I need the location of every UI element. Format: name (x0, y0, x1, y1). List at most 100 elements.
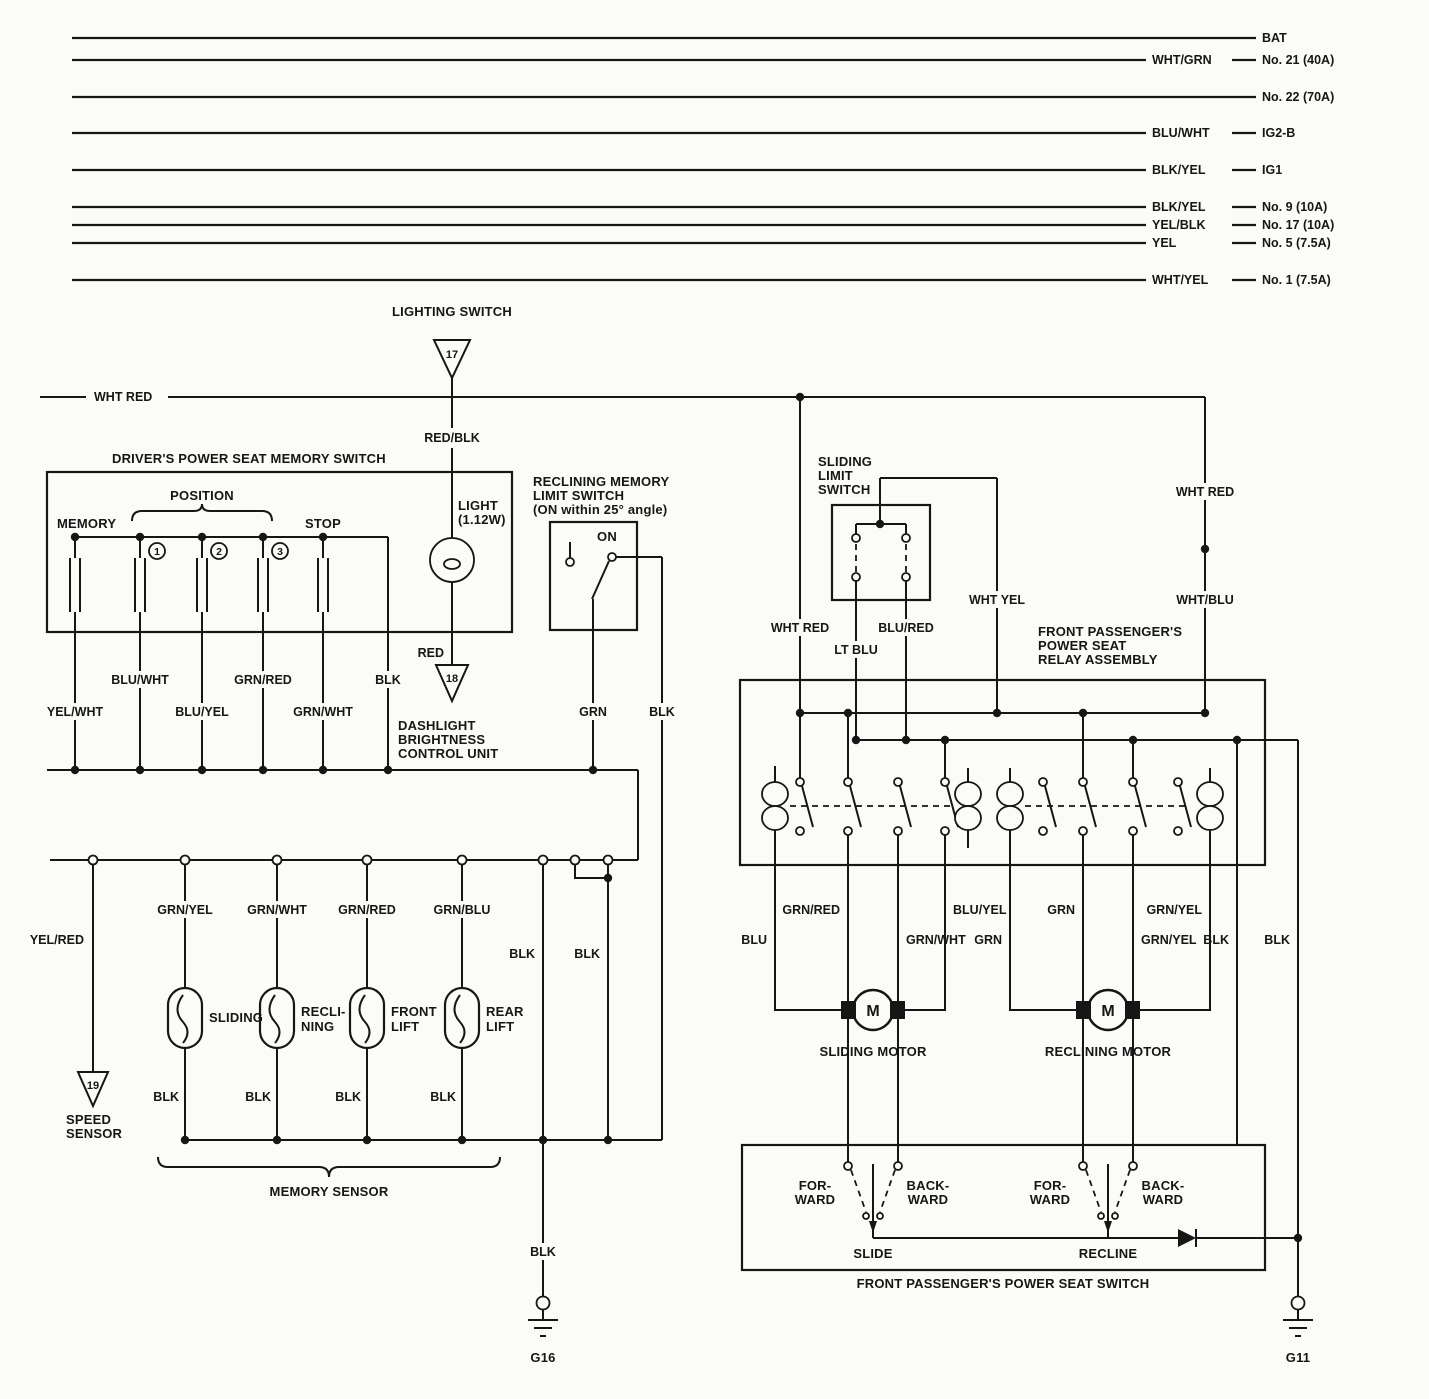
memory-label: MEMORY (57, 516, 116, 531)
connector-19-number: 19 (87, 1080, 99, 1092)
motor-brush (1076, 1001, 1091, 1019)
relay-coil (761, 805, 789, 831)
control-unit-buses: BLK BLK (47, 765, 639, 1296)
label-mask (1146, 124, 1232, 141)
wire-label-blk-g16: BLK (530, 1245, 556, 1259)
label-mask (645, 703, 679, 720)
memory-sensor-label: MEMORY SENSOR (270, 1184, 389, 1199)
connector-18-number: 18 (446, 673, 458, 685)
relay-assembly-box (738, 678, 1267, 867)
switch-contact (607, 552, 617, 562)
relay-assembly: FRONT PASSENGER'S POWER SEAT RELAY ASSEM… (738, 624, 1298, 947)
label-mask (1146, 271, 1232, 288)
recline-forward-label-2: WARD (1030, 1192, 1071, 1207)
sliding-limit-label-2: LIMIT (818, 468, 853, 483)
wire-label-blk-s1: BLK (153, 1090, 179, 1104)
ground-g16-label: G16 (530, 1350, 555, 1365)
reclining-motor-label: RECLINING MOTOR (1045, 1044, 1172, 1059)
label-mask (1146, 51, 1232, 68)
switch-contact-slide-backward (893, 1161, 903, 1171)
ground-symbol (1283, 1310, 1313, 1337)
wire-label-grn-out-2: GRN (974, 933, 1002, 947)
rail-wire-label: BLK/YEL (1152, 200, 1206, 214)
rail-wire-label: YEL (1152, 236, 1177, 250)
connector-19-triangle (76, 1071, 110, 1109)
wire-label-blk-mid-2: BLK (574, 947, 600, 961)
wire-label-blu-out: BLU (741, 933, 767, 947)
relay-contact (795, 826, 805, 836)
ground-g11-label: G11 (1286, 1350, 1310, 1365)
slide-forward-label-1: FOR- (799, 1178, 832, 1193)
sensor-body-sliding (166, 986, 204, 1050)
bulb-filament (443, 558, 461, 570)
sensor-front-label-2: LIFT (391, 1019, 419, 1034)
diode-icon (1178, 1229, 1196, 1247)
recline-label: RECLINE (1079, 1246, 1138, 1261)
wire-label-grn-red: GRN/RED (234, 673, 292, 687)
label-mask (1146, 234, 1232, 251)
wire-label-blk-out: BLK (1203, 933, 1229, 947)
fuse-panel: WHT/GRN BLU/WHT BLK/YEL BLK/YEL YEL/BLK … (72, 31, 1334, 288)
sensor-element (268, 994, 281, 1044)
bus-wires (47, 769, 639, 1296)
relay-contact (1038, 777, 1048, 787)
position-3-circle (271, 542, 289, 560)
junction-dot (362, 1135, 372, 1145)
relay-contact (1173, 826, 1183, 836)
memory-sensors: GRN/YEL GRN/WHT GRN/RED GRN/BLU SLIDING … (153, 864, 662, 1199)
sliding-limit-label-1: SLIDING (818, 454, 872, 469)
junction-dot (272, 1135, 282, 1145)
recline-backward-label-1: BACK- (1142, 1178, 1185, 1193)
label-mask (571, 703, 615, 720)
dashlight-label-3: CONTROL UNIT (398, 746, 498, 761)
wire-label-blu-wht: BLU/WHT (111, 673, 169, 687)
sensor-reclining-label-1: RECLI- (301, 1004, 346, 1019)
label-mask (1173, 591, 1237, 608)
label-mask (371, 671, 405, 688)
reclining-limit-label-3: (ON within 25° angle) (533, 502, 667, 517)
speed-sensor-label-2: SENSOR (66, 1126, 123, 1141)
lighting-switch: LIGHTING SWITCH 17 RED/BLK (392, 304, 512, 538)
fuse-label: No. 17 (10A) (1262, 218, 1334, 232)
junction-dot (457, 1135, 467, 1145)
ground-ring (1290, 1295, 1306, 1311)
wire-label-blk-mid-1: BLK (509, 947, 535, 961)
label-mask (154, 901, 216, 918)
wire-label-wht-yel: WHT YEL (969, 593, 1025, 607)
junction-dot (901, 735, 911, 745)
junction-dot (843, 708, 853, 718)
wire-label-lt-blu: LT BLU (834, 643, 878, 657)
label-mask (1146, 216, 1232, 233)
light-wattage: (1.12W) (458, 512, 506, 527)
seat-switch-title: FRONT PASSENGER'S POWER SEAT SWITCH (857, 1276, 1150, 1291)
relay-contact (1078, 826, 1088, 836)
reclining-limit-label-2: LIMIT SWITCH (533, 488, 624, 503)
fuse-label: IG1 (1262, 163, 1282, 177)
speed-sensor-label-1: SPEED (66, 1112, 111, 1127)
label-mask (431, 901, 493, 918)
sensor-reclining-label-2: NING (301, 1019, 334, 1034)
connector-pin (179, 854, 191, 866)
fuse-label: IG2-B (1262, 126, 1295, 140)
wire-label-grn-red-sensor: GRN/RED (338, 903, 396, 917)
junction-dot (875, 519, 885, 529)
relay-coil (954, 781, 982, 807)
wire-label-grn-yel-out: GRN/YEL (1146, 903, 1202, 917)
reclining-motor: M RECLINING MOTOR (1009, 865, 1211, 1162)
junction-dot (197, 532, 207, 542)
slide-backward-label-1: BACK- (907, 1178, 950, 1193)
on-label: ON (597, 529, 617, 544)
actuator-arrow (869, 1221, 877, 1233)
relay-wires (774, 680, 1298, 865)
fuse-rail-lines (72, 36, 1256, 282)
label-mask (1146, 161, 1232, 178)
wire-label-grn-blu-sensor: GRN/BLU (434, 903, 491, 917)
wire-label-blu-yel: BLU/YEL (175, 705, 229, 719)
junction-dot (1128, 735, 1138, 745)
wire-label-blu-yel-out: BLU/YEL (953, 903, 1007, 917)
wire-label-grn-wht-sensor: GRN/WHT (247, 903, 307, 917)
switch-contact (851, 572, 861, 582)
junction-dot (258, 765, 268, 775)
light-label: LIGHT (458, 498, 498, 513)
